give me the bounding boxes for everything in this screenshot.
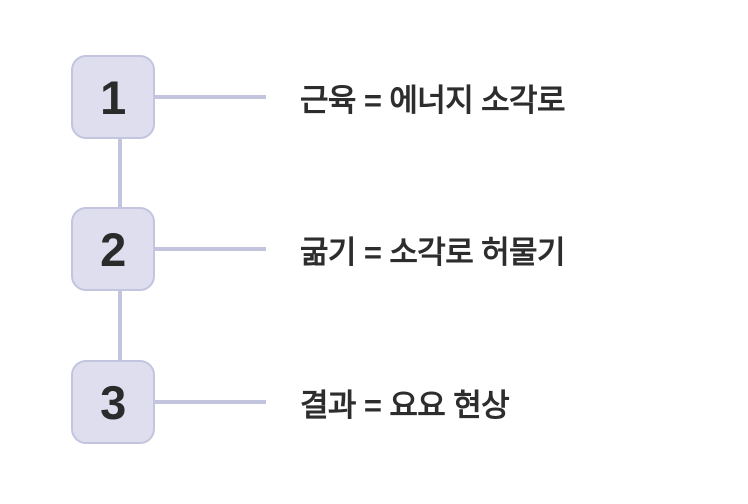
step-number-1: 1 — [100, 70, 126, 124]
step-number-box-1: 1 — [71, 55, 155, 139]
vertical-connector-step1-step2 — [118, 137, 122, 209]
horizontal-connector-3 — [155, 400, 266, 404]
step-label-2: 굶기 = 소각로 허물기 — [300, 234, 566, 270]
step-label-3: 결과 = 요요 현상 — [300, 387, 510, 423]
step-number-box-2: 2 — [71, 207, 155, 291]
step-row-3: 3 결과 = 요요 현상 — [0, 360, 748, 444]
step-number-box-3: 3 — [71, 360, 155, 444]
step-number-3: 3 — [100, 375, 126, 429]
horizontal-connector-1 — [155, 95, 266, 99]
horizontal-connector-2 — [155, 247, 266, 251]
step-label-1: 근육 = 에너지 소각로 — [300, 82, 566, 118]
step-number-2: 2 — [100, 222, 126, 276]
vertical-connector-step2-step3 — [118, 290, 122, 362]
step-row-1: 1 근육 = 에너지 소각로 — [0, 55, 748, 139]
step-row-2: 2 굶기 = 소각로 허물기 — [0, 207, 748, 291]
